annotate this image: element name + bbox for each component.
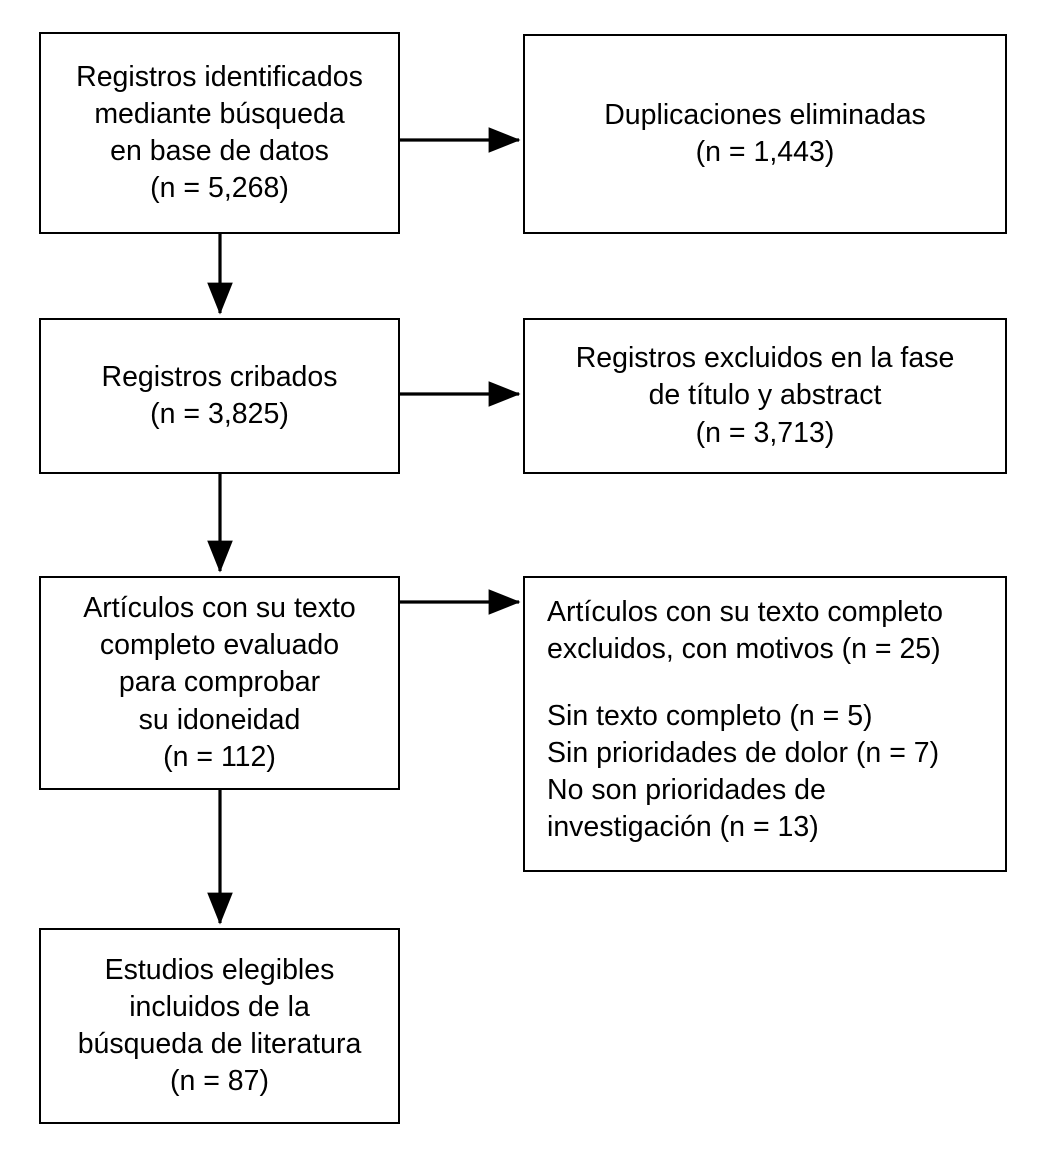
box-records-excluded-count: (n = 3,713) (695, 416, 835, 449)
box-records-screened-line-1: Registros cribados (101, 360, 338, 393)
box-studies-included-line-3: búsqueda de literatura (77, 1028, 362, 1060)
box-records-identified-line-2: mediante búsqueda (94, 97, 345, 130)
box-fulltext-assessed: Artículos con su texto completo evaluado… (39, 576, 400, 790)
box-fulltext-assessed-line-2: completo evaluado (99, 629, 340, 662)
box-records-excluded-line-1: Registros excluidos en la fase (575, 342, 955, 375)
box-fulltext-excluded-reason-1: Sin texto completo (n = 5) (547, 700, 873, 733)
box-records-identified-line-1: Registros identificados (76, 60, 363, 93)
box-fulltext-assessed-count: (n = 112) (163, 740, 276, 773)
box-studies-included: Estudios elegibles incluidos de la búsqu… (39, 928, 400, 1124)
box-studies-included-line-1: Estudios elegibles (104, 953, 335, 986)
box-records-identified-count: (n = 5,268) (150, 172, 289, 205)
box-records-identified-line-3: en base de datos (110, 135, 329, 167)
box-records-screened-count: (n = 3,825) (150, 398, 289, 430)
box-studies-included-count: (n = 87) (169, 1065, 269, 1098)
box-fulltext-excluded-reason-2: Sin prioridades de dolor (n = 7) (547, 737, 940, 770)
box-records-identified: Registros identificados mediante búsqued… (39, 32, 400, 234)
box-records-screened: Registros cribados (n = 3,825) (39, 318, 400, 474)
box-records-excluded-line-2: de título y abstract (648, 379, 882, 412)
box-fulltext-excluded-reasons: Artículos con su texto completo excluido… (523, 576, 1007, 872)
box-duplicates-removed: Duplicaciones eliminadas (n = 1,443) (523, 34, 1007, 234)
box-fulltext-assessed-line-4: su idoneidad (138, 703, 301, 736)
box-fulltext-excluded-line-2: excluidos, con motivos (n = 25) (547, 633, 941, 666)
box-duplicates-removed-count: (n = 1,443) (695, 136, 835, 168)
box-fulltext-excluded-line-1: Artículos con su texto completo (547, 596, 944, 628)
box-fulltext-excluded-reason-3a: No son prioridades de (547, 774, 826, 807)
box-fulltext-excluded-reason-3b: investigación (n = 13) (547, 811, 819, 844)
box-fulltext-assessed-line-3: para comprobar (118, 666, 321, 699)
box-duplicates-removed-line-1: Duplicaciones eliminadas (604, 98, 926, 131)
box-fulltext-assessed-line-1: Artículos con su texto (83, 592, 356, 625)
box-studies-included-line-2: incluidos de la (129, 990, 310, 1023)
box-records-excluded-title-abstract: Registros excluidos en la fase de título… (523, 318, 1007, 474)
